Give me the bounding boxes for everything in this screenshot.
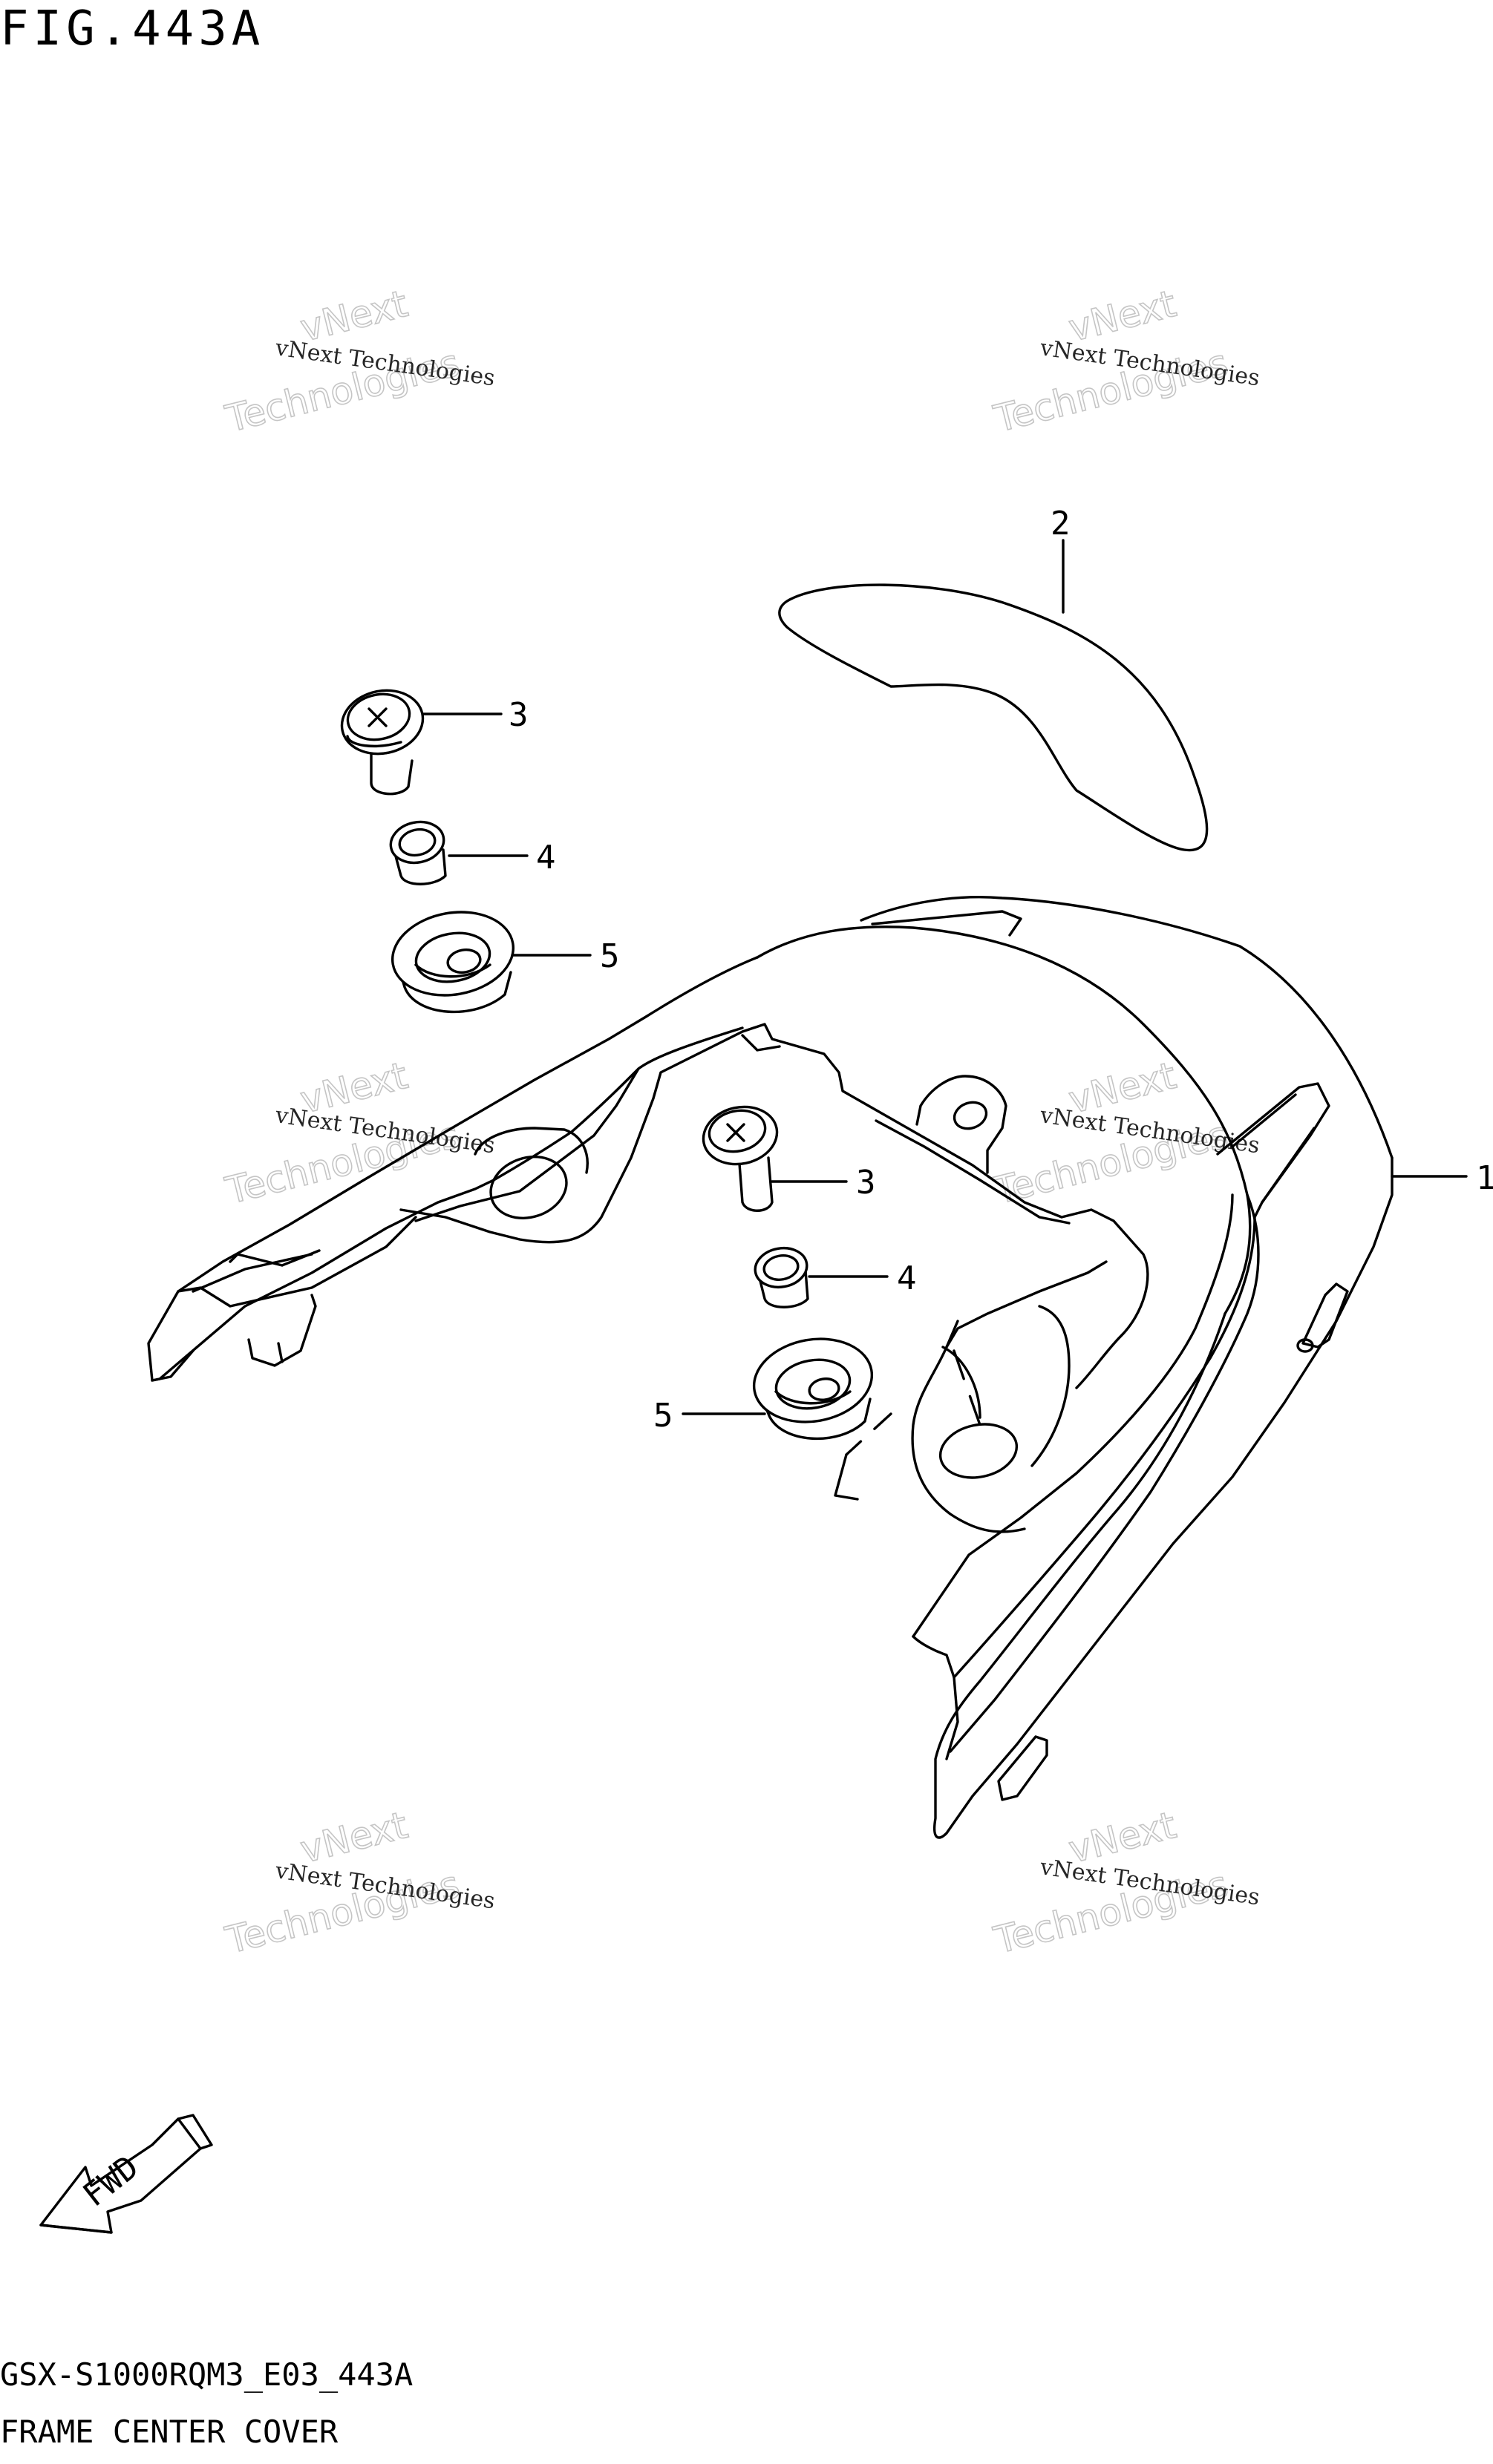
fwd-label: FWD [76,2149,146,2215]
callout-1: 1 [1476,1159,1493,1197]
watermark-top-right: Technologies vNext vNext Technologies [989,281,1261,441]
callout-4-lower: 4 [897,1259,917,1297]
watermark-bottom-right: Technologies vNext vNext Technologies [989,1803,1261,1962]
watermark-bottom-left: Technologies vNext vNext Technologies [220,1803,497,1962]
callout-3-upper: 3 [509,696,529,734]
callout-5-upper: 5 [600,937,620,975]
part-4-bushing-upper [389,820,447,885]
part-3-screw-upper [340,689,425,796]
callout-3-lower: 3 [856,1164,876,1202]
part-5-grommet-upper [391,911,515,1014]
part-5-grommet-lower [752,1337,874,1441]
part-3-screw-lower [702,1105,779,1212]
callout-4-upper: 4 [536,839,556,877]
watermark-large-text: vNext [296,1803,412,1872]
watermark-top-left: Technologies vNext vNext Technologies [220,281,497,441]
watermark-mid-left: Technologies vNext vNext Technologies [220,1053,497,1213]
callout-numbers: 1 2 3 4 5 3 4 5 [509,505,1493,1435]
leader-lines [422,539,1468,1415]
callout-5-lower: 5 [653,1397,673,1435]
figure-name: FRAME CENTER COVER [0,2414,339,2450]
part-1-frame-center-cover [147,896,1394,1839]
part-4-bushing-lower [754,1246,809,1308]
part-2-pad [778,583,1209,852]
figure-title: FIG.443A [0,1,265,56]
watermark-mid-right: Technologies vNext vNext Technologies [989,1053,1261,1213]
callout-2: 2 [1051,505,1071,543]
fwd-arrow-icon: FWD [39,2114,213,2234]
drawing-code: GSX-S1000RQM3_E03_443A [0,2356,414,2393]
